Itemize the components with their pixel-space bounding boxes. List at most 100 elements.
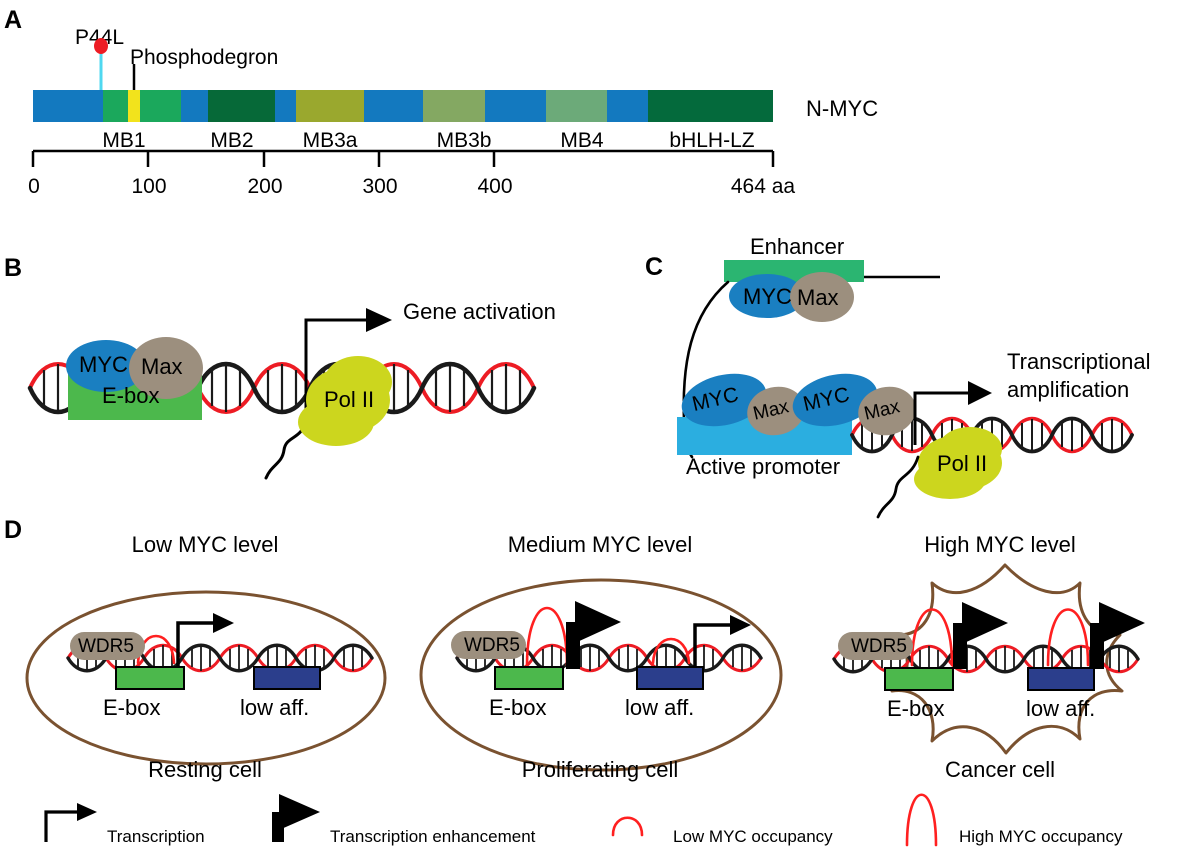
wdr5-label-d1: WDR5 [78, 636, 134, 657]
domain-label-bhlh-lz: bHLH-LZ [669, 129, 755, 152]
lowaff-label-d3: low aff. [1026, 696, 1096, 721]
legend-label-low-occupancy: Low MYC occupancy [673, 827, 833, 846]
thin-arrow-icon [44, 810, 80, 842]
ebox-label-d1: E-box [103, 695, 161, 720]
cell-caption-proliferating: Proliferating cell [521, 757, 679, 782]
lowaff-label-d1: low aff. [240, 695, 310, 720]
legend-graphics [44, 793, 938, 847]
enhancer-label: Enhancer [750, 234, 845, 259]
high-peak-icon [905, 793, 938, 847]
ebox-label-b: E-box [102, 383, 160, 408]
ebox-label-d3: E-box [887, 696, 945, 721]
gene-activation-label: Gene activation [403, 299, 556, 324]
axis-label-200: 200 [247, 175, 283, 198]
domain-mb3b [423, 90, 485, 122]
axis-label-400: 400 [477, 175, 513, 198]
panel-a-letter: A [4, 6, 23, 34]
occupancy-high-lowaff-3 [1046, 608, 1090, 667]
polii-b [298, 356, 392, 446]
domain-mb4 [546, 90, 607, 122]
thin-arrowhead-icon [77, 803, 97, 821]
occupancy-low-lowaff-2 [651, 637, 691, 665]
cell-membrane-ellipse-1 [25, 590, 387, 766]
max-label-enhancer: Max [797, 285, 839, 310]
phosphodegron-marker [128, 90, 140, 122]
nascent-rna-b [264, 420, 308, 480]
cell-proliferating-graphic [419, 578, 783, 772]
occupancy-high-ebox-2 [525, 606, 569, 667]
axis-label-300: 300 [362, 175, 398, 198]
thick-arrowhead-icon [279, 794, 320, 830]
domain-label-mb2: MB2 [210, 129, 254, 152]
myc-label-b: MYC [79, 352, 128, 377]
domain-mb2 [208, 90, 275, 122]
outcome-line1-c: Transcriptional [1007, 349, 1151, 374]
polii-label-c: Pol II [937, 451, 988, 476]
transcription-arrowhead-thick-d2 [575, 601, 621, 643]
low-peak-icon [611, 816, 644, 837]
myc-ellipse-b [66, 340, 146, 392]
panel-d-letter: D [4, 516, 23, 544]
cell-title-high: High MYC level [924, 532, 1076, 557]
protein-name-label: N-MYC [806, 96, 879, 121]
polii-c [914, 427, 1002, 499]
transcription-arrowhead-b [366, 308, 392, 332]
cell-cancer-graphic [832, 563, 1145, 755]
wdr5-d3 [838, 632, 913, 660]
domain-label-mb3a: MB3a [302, 129, 358, 152]
transcription-arrowhead-thick-d3b [1099, 602, 1145, 644]
transcription-arrow-c [913, 391, 970, 445]
mutation-label: P44L [75, 26, 125, 49]
myc-ellipse-promoter-2 [792, 373, 878, 427]
domain-label-mb1: MB1 [102, 129, 146, 152]
domain-bhlh-lz [648, 90, 773, 122]
domain-label-mb3b: MB3b [436, 129, 492, 152]
panel-c-graphic [677, 260, 1134, 519]
outcome-line2-c: amplification [1007, 377, 1130, 402]
myc-ellipse-enhancer [729, 274, 805, 318]
ebox-label-d2: E-box [489, 695, 547, 720]
max-ellipse-promoter-2 [858, 386, 916, 436]
axis-label-100: 100 [131, 175, 167, 198]
cell-title-medium: Medium MYC level [507, 532, 693, 557]
lowaff-box-d2 [636, 666, 704, 690]
myc-ellipse-promoter-1 [681, 373, 767, 427]
wdr5-d2 [451, 631, 526, 659]
axis-label-0: 0 [28, 175, 40, 198]
cell-caption-resting: Resting cell [148, 757, 262, 782]
cell-resting-graphic [25, 590, 387, 766]
legend-label-transcription-enhancement: Transcription enhancement [330, 827, 536, 846]
cell-title-low: Low MYC level [131, 532, 279, 557]
lowaff-box-d1 [253, 666, 321, 690]
myc-label-enhancer: MYC [743, 284, 792, 309]
panel-b-letter: B [4, 254, 23, 282]
ebox-d3 [884, 667, 954, 691]
mutation-marker-icon [94, 38, 108, 54]
transcription-arrowhead-thin-d2 [730, 615, 751, 635]
lowaff-label-d2: low aff. [625, 695, 695, 720]
legend-label-high-occupancy: High MYC occupancy [959, 827, 1123, 846]
domain-mb1 [103, 90, 181, 122]
transcription-arrowhead-c [968, 381, 992, 405]
wdr5-label-d3: WDR5 [851, 636, 907, 657]
nascent-rna-c [876, 455, 920, 519]
wdr5-d1 [70, 632, 145, 660]
domain-mb3a [296, 90, 364, 122]
occupancy-high-ebox-3 [910, 608, 954, 667]
transcription-arrow-thin-d2 [693, 623, 733, 669]
transcription-arrow-b [304, 318, 368, 422]
phosphodegron-label: Phosphodegron [130, 46, 279, 69]
domain-label-mb4: MB4 [560, 129, 604, 152]
transcription-arrow-d1 [176, 621, 216, 667]
panel-b-graphic [27, 308, 537, 480]
transcription-arrowhead-d1 [213, 613, 234, 633]
lowaff-box-d3 [1027, 667, 1095, 691]
max-ellipse-promoter-1 [747, 386, 805, 436]
legend-label-transcription: Transcription [107, 827, 205, 846]
ebox-d1 [115, 666, 185, 690]
max-ellipse-enhancer [790, 272, 854, 322]
active-promoter-label: Active promoter [686, 454, 841, 479]
polii-label-b: Pol II [324, 387, 375, 412]
panel-a-annotations [31, 38, 775, 167]
